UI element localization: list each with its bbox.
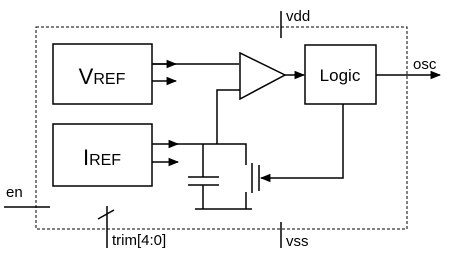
vref-label: VREF xyxy=(79,64,126,89)
osc-pin-label: osc xyxy=(413,56,437,73)
capacitor-node-wire xyxy=(176,143,247,165)
vref-box xyxy=(52,43,153,105)
trim-pin-label: trim[4:0] xyxy=(112,232,166,249)
chip-boundary xyxy=(35,26,408,230)
iref-label: IREF xyxy=(83,145,121,170)
comparator-lower-input-wire xyxy=(216,89,240,144)
vref-block: VREF xyxy=(52,43,153,105)
iref-letter: I xyxy=(83,145,89,170)
logic-feedback-wire xyxy=(259,104,344,183)
trim-bus-slash xyxy=(97,209,115,220)
logic-block: Logic xyxy=(304,44,377,105)
logic-label: Logic xyxy=(320,66,361,85)
vref-letter: V xyxy=(79,64,94,89)
vdd-pin-label: vdd xyxy=(286,8,310,25)
vref-subscript: REF xyxy=(93,71,125,88)
en-pin-label: en xyxy=(6,184,23,201)
iref-subscript: REF xyxy=(89,152,121,169)
iref-box xyxy=(52,123,153,187)
comparator-amplifier xyxy=(239,51,287,101)
vss-pin-label: vss xyxy=(286,233,309,250)
iref-block: IREF xyxy=(52,123,153,187)
